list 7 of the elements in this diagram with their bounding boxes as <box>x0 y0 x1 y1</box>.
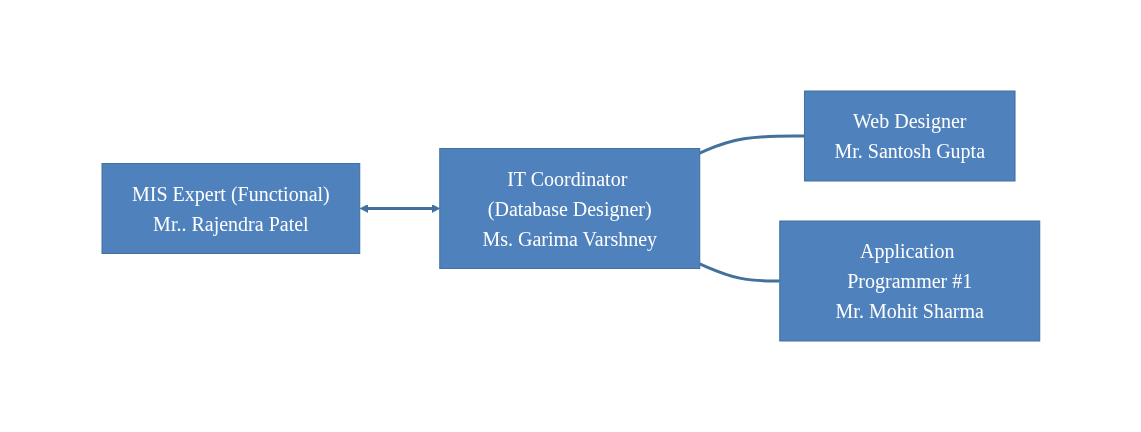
connector <box>698 134 805 155</box>
node-box: Application Programmer #1 Mr. Mohit Sharma <box>778 220 1040 342</box>
node-box: Web Designer Mr. Santosh Gupta <box>803 90 1016 182</box>
connector <box>698 262 780 283</box>
node-box: IT Coordinator (Database Designer) Ms. Garima Varshney <box>438 148 700 269</box>
arrow <box>359 204 440 213</box>
node-box: MIS Expert (Functional) Mr.. Rajendra Patel <box>101 163 360 254</box>
